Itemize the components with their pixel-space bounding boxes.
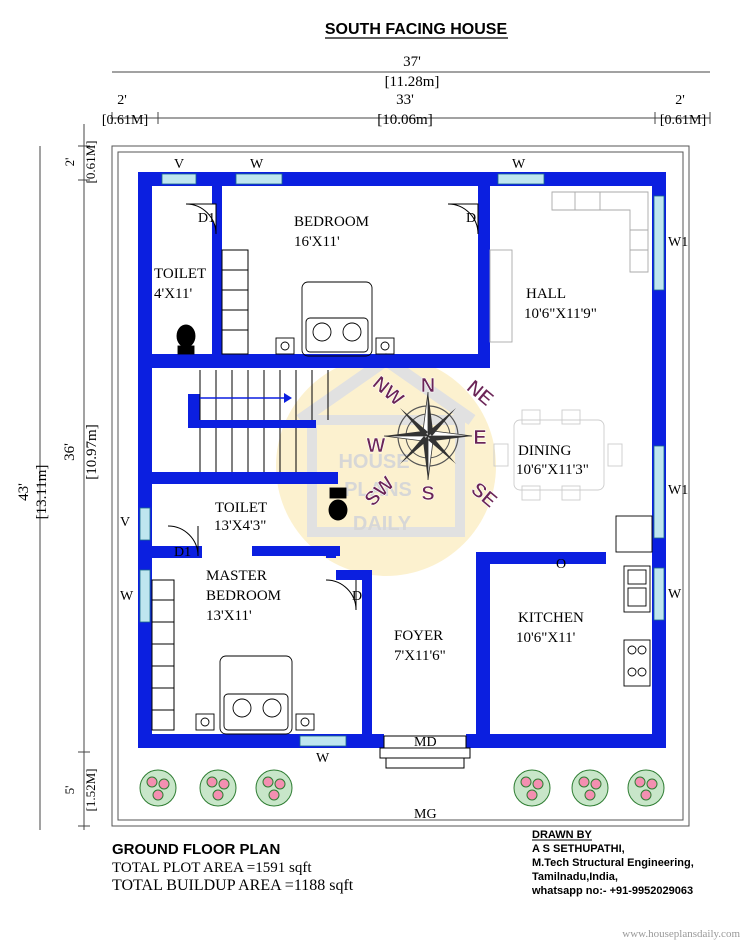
- label-o-kitchen: O: [556, 557, 566, 572]
- author-degree: M.Tech Structural Engineering,: [532, 857, 694, 869]
- staircase: [151, 249, 329, 731]
- label-v-left: V: [120, 515, 130, 530]
- watermark-line1: HOUSE: [338, 451, 409, 473]
- master-size: 13'X11': [206, 608, 252, 624]
- plan-title: GROUND FLOOR PLAN: [112, 841, 280, 858]
- label-w1-hall: W1: [668, 235, 688, 250]
- dim-left-bottom-ft: 5': [62, 786, 77, 795]
- watermark-line2: PLANS: [344, 479, 412, 501]
- website: www.houseplansdaily.com: [622, 928, 740, 940]
- watermark-line3: DAILY: [353, 513, 412, 535]
- label-w-kitchen: W: [668, 587, 682, 602]
- author-contact: whatsapp no:- +91-9952029063: [531, 885, 693, 897]
- dim-left-total-m: [13.11m]: [34, 465, 50, 520]
- kitchen-size: 10'6"X11': [516, 630, 576, 646]
- dim-top-right-m: [0.61M]: [660, 113, 706, 128]
- toilet1-name: TOILET: [154, 266, 206, 282]
- plot-area: TOTAL PLOT AREA =1591 sqft: [112, 860, 312, 876]
- page-title: SOUTH FACING HOUSE: [325, 21, 508, 38]
- label-w-top1: W: [250, 157, 264, 172]
- buildup-area: TOTAL BUILDUP AREA =1188 sqft: [112, 877, 354, 894]
- compass-w: W: [367, 435, 386, 457]
- label-w-top2: W: [512, 157, 526, 172]
- label-v-top: V: [174, 157, 184, 172]
- compass-e: E: [473, 427, 486, 449]
- author-location: Tamilnadu,India,: [532, 871, 618, 883]
- label-d-bedroom: D: [466, 211, 476, 226]
- dim-left-top-m: [0.61M]: [83, 141, 98, 184]
- dim-left-total-ft: 43': [16, 483, 32, 501]
- top-dimensions: [110, 71, 711, 124]
- foyer-size: 7'X11'6": [394, 648, 446, 664]
- dim-left-top-ft: 2': [62, 158, 77, 167]
- author-name: A S SETHUPATHI,: [532, 843, 625, 855]
- label-w-bottom: W: [316, 751, 330, 766]
- master-name-2: BEDROOM: [206, 588, 281, 604]
- label-d1-mid: D1: [174, 545, 191, 560]
- hall-size: 10'6"X11'9": [524, 306, 597, 322]
- dim-top-total-ft: 37': [403, 54, 421, 70]
- main-door-steps: [379, 735, 471, 769]
- drawn-by: DRAWN BY: [532, 829, 593, 841]
- dim-top-total-m: [11.28m]: [385, 74, 440, 90]
- label-d-master: D: [352, 589, 362, 604]
- label-w-left: W: [120, 589, 134, 604]
- dim-left-mid-m: [10.97m]: [84, 424, 100, 479]
- dining-name: DINING: [518, 443, 571, 459]
- label-md: MD: [414, 735, 437, 750]
- toilet1-size: 4'X11': [154, 286, 192, 302]
- bedroom-size: 16'X11': [294, 234, 340, 250]
- dim-top-right-ft: 2': [675, 93, 685, 108]
- label-w1-dining: W1: [668, 483, 688, 498]
- compass-n: N: [421, 375, 435, 397]
- kitchen-name: KITCHEN: [518, 610, 584, 626]
- label-mg: MG: [414, 807, 437, 822]
- dim-top-left-ft: 2': [117, 93, 127, 108]
- toilet2-name: TOILET: [215, 500, 267, 516]
- label-d1-top: D1: [198, 211, 215, 226]
- dining-size: 10'6"X11'3": [516, 462, 589, 478]
- bedroom-name: BEDROOM: [294, 214, 369, 230]
- garden-plants: [139, 769, 665, 807]
- doors: [167, 203, 479, 611]
- windows: [139, 173, 665, 747]
- dim-left-bottom-m: [1.52M]: [83, 769, 98, 812]
- left-dimensions: [39, 124, 90, 830]
- dim-top-left-m: [0.61M]: [102, 113, 148, 128]
- master-name-1: MASTER: [206, 568, 267, 584]
- compass-s: S: [421, 483, 434, 505]
- foyer-name: FOYER: [394, 628, 443, 644]
- furniture: [176, 191, 653, 735]
- hall-name: HALL: [526, 286, 566, 302]
- dim-top-mid-m: [10.06m]: [377, 112, 432, 128]
- dim-top-mid-ft: 33': [396, 92, 414, 108]
- compass-rose: [383, 391, 473, 481]
- dim-left-mid-ft: 36': [62, 443, 78, 461]
- toilet2-size: 13'X4'3": [214, 518, 266, 534]
